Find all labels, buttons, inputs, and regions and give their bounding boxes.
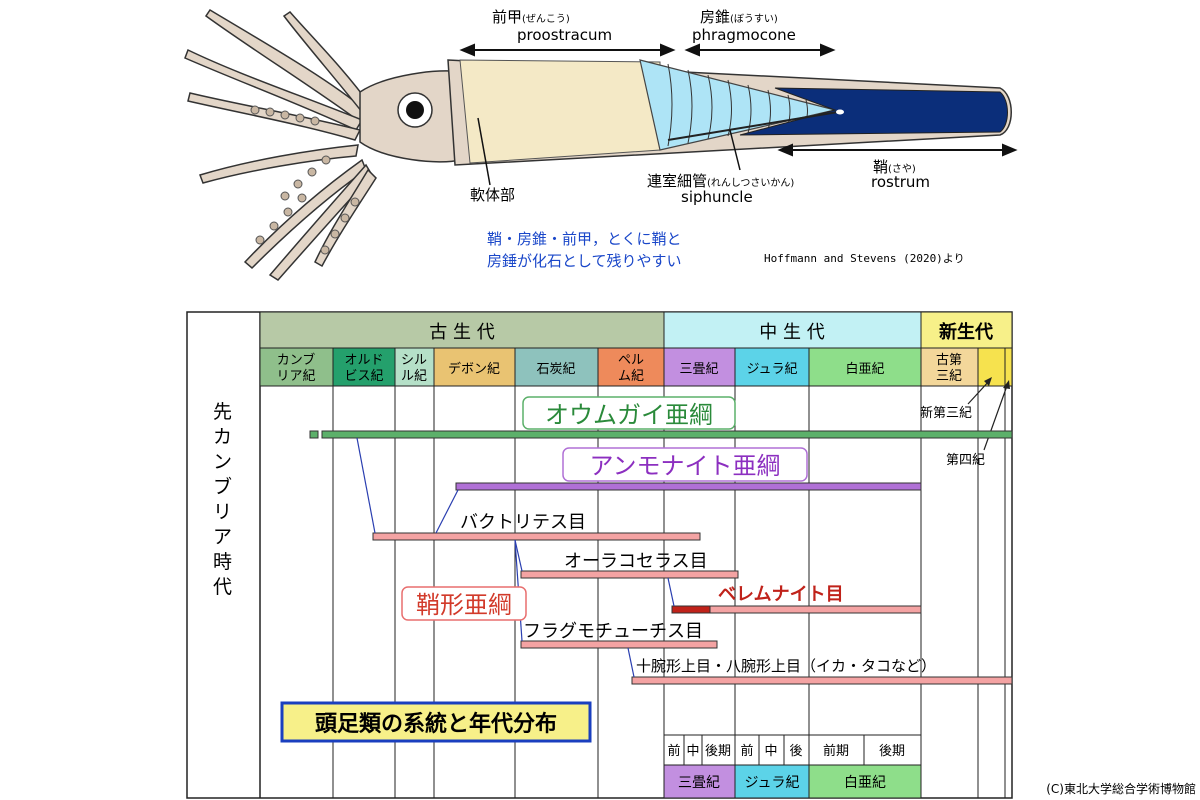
svg-text:ペル: ペル <box>618 353 644 368</box>
bar-aulacocerida <box>520 570 739 579</box>
phragmocone-en: phragmocone <box>692 26 796 44</box>
era-paleozoic-label: 古 生 代 <box>429 322 494 343</box>
svg-text:ジュラ紀: ジュラ紀 <box>744 775 799 791</box>
rostrum-shape <box>739 87 1008 136</box>
svg-text:オルド: オルド <box>344 353 383 368</box>
label-phragmoteuthida: フラグモチューチス目 <box>523 621 703 642</box>
period-triassic <box>663 347 736 387</box>
soft-body-label: 軟体部 <box>470 186 515 204</box>
proostracum-en: proostracum <box>517 26 612 44</box>
svg-text:カンブ: カンブ <box>277 352 316 368</box>
bar-phragmoteuthida <box>520 640 718 649</box>
chart-title-box <box>280 701 592 743</box>
svg-text:三畳紀: 三畳紀 <box>679 362 718 377</box>
label-nautiloidea: オウムガイ亜綱 <box>545 401 713 429</box>
bar-ammonoidea <box>455 482 922 491</box>
neogene-label: 新第三紀 <box>920 405 972 421</box>
fossil-note-line2: 房錘が化石として残りやすい <box>487 252 682 270</box>
svg-text:白亜紀: 白亜紀 <box>845 361 884 377</box>
bar-nautiloid-cambrian <box>309 430 319 439</box>
bar-belemnitida-dark <box>671 605 711 614</box>
label-belemnitida: ベレムナイト目 <box>718 584 844 605</box>
rostrum-en: rostrum <box>871 173 930 191</box>
fossil-note-line1: 鞘・房錐・前甲，とくに鞘と <box>487 230 682 248</box>
period-silurian <box>394 347 435 387</box>
svg-text:後期: 後期 <box>879 744 905 759</box>
period-jurassic <box>734 347 810 387</box>
period-permian <box>597 347 665 387</box>
siphuncle-line <box>667 111 839 141</box>
squid-suckers <box>250 105 360 255</box>
svg-text:シル: シル <box>401 353 427 368</box>
label-bactritida: バクトリテス目 <box>460 512 586 533</box>
chart-title: 頭足類の系統と年代分布 <box>315 711 557 737</box>
cenozoic-callouts: 新第三紀 第四紀 <box>920 377 1010 468</box>
svg-text:前期: 前期 <box>823 743 849 759</box>
copyright-text: (C)東北大学総合学術博物館 <box>1046 781 1196 796</box>
range-bars <box>309 430 1013 685</box>
svg-text:古第: 古第 <box>936 353 962 368</box>
svg-text:中: 中 <box>686 744 699 759</box>
period-quaternary <box>1004 347 1013 387</box>
source-citation: Hoffmann and Stevens (2020)より <box>764 252 965 265</box>
bar-belemnitida <box>709 605 922 614</box>
svg-text:白亜紀: 白亜紀 <box>844 775 886 791</box>
stage-table <box>663 734 922 799</box>
svg-text:中: 中 <box>764 744 777 759</box>
period-carboniferous <box>514 347 599 387</box>
group-labels: オウムガイ亜綱 アンモナイト亜綱 バクトリテス目 オーラコセラス目 鞘形亜綱 ベ… <box>401 396 936 675</box>
rostrum-label: 鞘(さや) <box>873 158 916 176</box>
period-row <box>259 347 1013 387</box>
era-cenozoic <box>920 311 1013 349</box>
svg-text:前: 前 <box>740 743 753 759</box>
bar-nautiloidea <box>321 430 1013 439</box>
quaternary-label: 第四紀 <box>946 453 985 468</box>
period-ordovician <box>332 347 396 387</box>
svg-text:後期: 後期 <box>705 744 731 759</box>
bar-decabrachia <box>631 676 1013 685</box>
era-mesozoic-label: 中 生 代 <box>759 322 824 343</box>
label-aulacocerida: オーラコセラス目 <box>564 551 708 572</box>
svg-text:三紀: 三紀 <box>936 369 962 384</box>
label-decabrachia: 十腕形上目・八腕形上目（イカ・タコなど） <box>636 657 936 675</box>
proostracum-label: 前甲(ぜんこう) <box>492 8 570 26</box>
period-paleogene <box>920 347 979 387</box>
period-cretaceous <box>808 347 922 387</box>
squid-illustration: 前甲(ぜんこう) proostracum 房錐(ぼうすい) phragmocon… <box>184 8 1018 281</box>
squid-arms <box>184 8 377 281</box>
svg-text:デボン紀: デボン紀 <box>448 361 500 377</box>
siphuncle-label: 連室細管(れんしつさいかん) <box>647 172 794 190</box>
period-neogene <box>977 347 1006 387</box>
period-devonian <box>433 347 516 387</box>
bar-bactritida <box>372 532 701 541</box>
label-arrows <box>459 43 1018 186</box>
svg-text:ム紀: ム紀 <box>618 369 644 384</box>
era-cenozoic-label: 新生代 <box>939 321 993 343</box>
phragmocone-label: 房錐(ぼうすい) <box>700 8 778 26</box>
svg-text:後: 後 <box>789 744 802 759</box>
label-coleoidea: 鞘形亜綱 <box>416 591 512 619</box>
label-ammonoidea: アンモナイト亜綱 <box>589 452 780 480</box>
stage-labels: 前 中 後期 前 中 後 前期 後期 三畳紀 ジュラ紀 白亜紀 <box>667 743 905 791</box>
svg-text:前: 前 <box>667 743 680 759</box>
svg-text:石炭紀: 石炭紀 <box>536 362 575 377</box>
proostracum-shape <box>459 59 661 164</box>
precambrian-label: 先カンブ リア時代 <box>213 401 238 598</box>
svg-text:三畳紀: 三畳紀 <box>678 775 720 791</box>
svg-text:リア紀: リア紀 <box>276 369 315 384</box>
siphuncle-en: siphuncle <box>681 188 753 206</box>
svg-text:ビス紀: ビス紀 <box>344 369 383 384</box>
svg-text:ジュラ紀: ジュラ紀 <box>746 362 797 377</box>
phragmocone-shape <box>639 59 836 151</box>
svg-text:ル紀: ル紀 <box>401 369 427 384</box>
